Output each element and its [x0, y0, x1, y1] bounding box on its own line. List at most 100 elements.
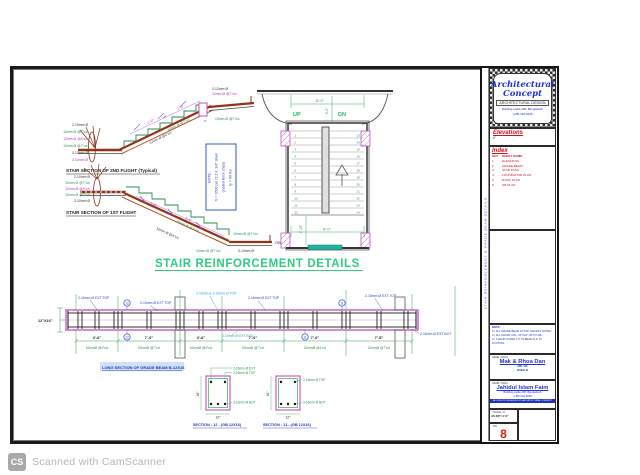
svg-text:10mmØ @4"c/c: 10mmØ @4"c/c	[190, 346, 213, 350]
sheet-number: 8	[500, 427, 507, 441]
section12-top-label: 2-16mm Ø TOP	[233, 371, 255, 375]
plan-step-number: 3	[295, 147, 297, 151]
title-block-side-strip: STAIR REINFORCEMENT & GRADE BEAM DETAILS	[482, 68, 489, 441]
plan-step-number: 9	[295, 189, 297, 193]
stirrups	[77, 311, 409, 329]
plan-step-number: 2	[295, 140, 297, 144]
firm-subtitle: ARCHITECTURAL DESIGN	[496, 99, 549, 106]
client-header: NAME / SIGN:	[492, 356, 509, 359]
plan-step-number: 20	[357, 182, 361, 186]
plan-step-number: 23	[357, 203, 361, 207]
firm-header-panel: Architectural Concept ARCHITECTURAL DESI…	[491, 73, 554, 124]
beam-top-callouts: 2-16mm Ø EXT TOP 2-16mm Ø EXT TOP 2-16mm…	[78, 292, 397, 306]
section-marks: 12 12 11 11	[123, 299, 346, 341]
plan-door-bar	[307, 244, 343, 250]
flight1-title: STAIR SECTION OF 1ST FLIGHT	[66, 210, 137, 215]
firm-phone: (+88) 018-8228	[512, 111, 533, 116]
svg-text:10mmØ @7"c/c: 10mmØ @7"c/c	[242, 346, 265, 350]
plan-dim-bottom-side: 2'-10"	[299, 224, 303, 233]
flight2-top-label: 2-12mm Ø	[212, 87, 228, 91]
flight1-end-label: 3-10mm Ø	[238, 249, 254, 253]
plan-dn-label: DN	[338, 112, 346, 118]
camscanner-badge-icon: CS	[8, 453, 26, 471]
blank-stamp-box	[518, 409, 556, 441]
index-title: Index	[492, 148, 508, 154]
long-section-title: LONG SECTION OF GRADE BEAM B-12X16	[102, 365, 185, 370]
svg-text:3-10mm Ø: 3-10mm Ø	[74, 199, 90, 203]
beam-size-label: 12"X16"	[38, 319, 53, 323]
note-line: 1.) ALL GRADE BEAM 12"X16" UNLESS NOTED.	[492, 329, 552, 333]
client-sub: MR. GB	[517, 364, 528, 369]
section11-height-dim: 16"	[266, 391, 270, 397]
svg-text:3'-6": 3'-6"	[93, 335, 102, 340]
plan-step-number: 15	[357, 147, 361, 151]
notes-box-titleblock: NOTE: 1.) ALL GRADE BEAM 12"X16" UNLESS …	[489, 324, 556, 354]
note-line: 2.) ALL SHORT COL. 10"X12" UP TO GB.	[492, 333, 543, 337]
svg-text:2-16mm Ø EXT BOT: 2-16mm Ø EXT BOT	[222, 334, 253, 338]
elevations-box: Elevations 0'	[489, 128, 556, 146]
scale-header: SCALE / #:	[493, 411, 506, 414]
plan-dim-bottom: 8'-0"	[323, 227, 332, 232]
plan-step-number: 6	[295, 168, 297, 172]
svg-text:2-10mm Ø: 2-10mm Ø	[72, 123, 88, 127]
scale-value: AS 3/8"=1'-0"	[491, 414, 509, 418]
svg-text:7'-5": 7'-5"	[375, 335, 384, 340]
elevations-title: Elevations	[493, 130, 524, 136]
sheet-number-box: NO: 8	[489, 423, 518, 441]
camscanner-watermark: CS Scanned with CamScanner	[8, 452, 166, 472]
flight2-top-label: 10mm Ø @7"c/c	[215, 117, 240, 121]
svg-text:10mmØ @4"c/c: 10mmØ @4"c/c	[86, 346, 109, 350]
plan-step-number: 14	[357, 140, 361, 144]
main-title: STAIR REINFORCEMENT DETAILS	[155, 258, 360, 270]
plan-step-number: 10	[295, 196, 299, 200]
plan-step-number: 21	[357, 189, 361, 193]
flight2-slope-dim: 10"	[162, 114, 168, 120]
svg-text:2-10mm Ø: 2-10mm Ø	[72, 158, 88, 162]
flight2-slope-dim: 1'-6"	[177, 104, 186, 111]
firm-header-box: Architectural Concept ARCHITECTURAL DESI…	[489, 68, 556, 128]
flight2-top-label: 10mm Ø @7"c/c	[212, 92, 237, 96]
designer-address: Building-Ladle-208, Bangladesh	[503, 391, 542, 395]
note-line: fy = 60 Ksi.	[229, 168, 233, 186]
svg-text:7'-0": 7'-0"	[145, 335, 154, 340]
designer-name: Jahidul Islam Faim	[496, 385, 549, 391]
svg-text:2-16mm Ø EXT TOP: 2-16mm Ø EXT TOP	[140, 301, 172, 305]
svg-text:11: 11	[303, 335, 307, 339]
flight1-slope-bar: 12mm Ø @4"c/c	[156, 226, 180, 240]
svg-text:3-10mm Ø: 3-10mm Ø	[72, 151, 88, 155]
plan-step-number: 7	[295, 175, 297, 179]
camscanner-text: Scanned with CamScanner	[32, 456, 167, 468]
svg-text:10mmØ @7"c/c: 10mmØ @7"c/c	[138, 346, 161, 350]
title-block: STAIR REINFORCEMENT & GRADE BEAM DETAILS…	[480, 66, 559, 444]
plan-up-label: UP	[293, 112, 301, 118]
section12-title: SECTION : 12 - (GB 12X16)	[193, 423, 242, 427]
svg-text:10mmØ @7"c/c: 10mmØ @7"c/c	[368, 346, 391, 350]
svg-text:7'-0": 7'-0"	[249, 335, 258, 340]
empty-box	[489, 230, 556, 324]
plan-step-number: 4	[295, 154, 297, 158]
flight1-slope-dim: 10"	[167, 211, 173, 217]
section11-bot-label: 3-16mm Ø BOT	[303, 401, 326, 405]
plan-step-number: 17	[357, 161, 361, 165]
section11-title: SECTION : 11 - (GB 12X16)	[263, 423, 312, 427]
svg-text:12mm Ø @5"c/c: 12mm Ø @5"c/c	[63, 137, 88, 141]
section12-height-dim: 16"	[196, 391, 200, 397]
svg-text:12mm Ø @5"c/c: 12mm Ø @5"c/c	[65, 187, 90, 191]
plan-direction-arrow	[335, 164, 349, 176]
designer-header: NAME / SIGN:	[492, 382, 509, 385]
sheet-number-header: NO:	[493, 425, 498, 428]
elevations-value: 0'	[493, 136, 496, 140]
plan-dim-top: 8'-0"	[316, 98, 325, 103]
beam-span-dims: 3'-6" 7'-0" 3'-6" 7'-0" 7'-0" 7'-5"	[93, 335, 384, 340]
plan-step-number: 24	[357, 210, 361, 214]
client-sub: W.B/G.B	[516, 367, 529, 372]
